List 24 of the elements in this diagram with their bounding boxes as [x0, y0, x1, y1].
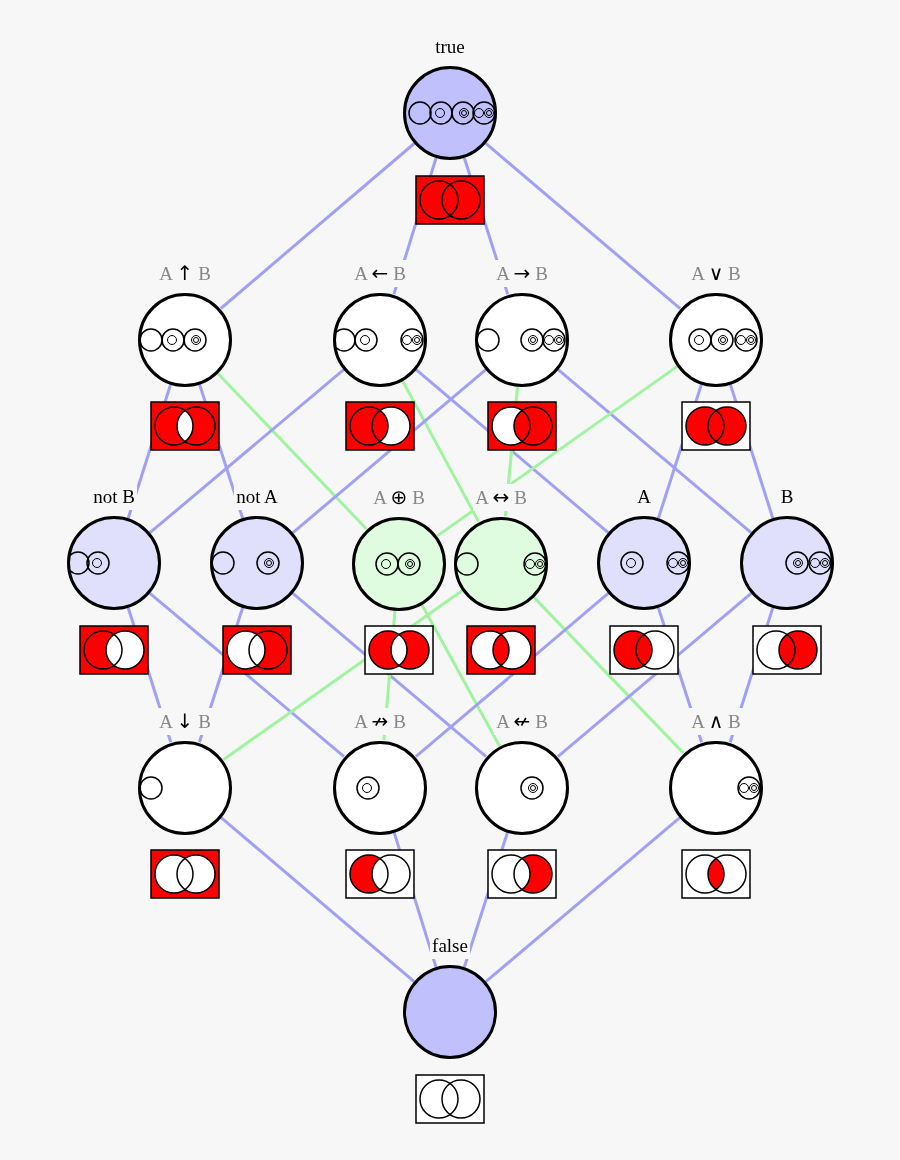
connector-line: [414, 592, 610, 758]
connective-label: A ↓ B: [157, 708, 213, 735]
connector-line: [532, 595, 685, 755]
connector-line: [556, 368, 753, 534]
connective-label: not A: [234, 484, 280, 510]
connector-line: [291, 592, 488, 758]
connective-label: A ↔ B: [473, 484, 529, 511]
connector-line: [401, 379, 480, 523]
connective-label: A ∧ B: [689, 708, 743, 735]
connector-line: [219, 816, 416, 983]
connector-line: [291, 368, 488, 534]
connector-line: [219, 142, 416, 310]
connector-line: [484, 816, 682, 983]
connector-line: [149, 368, 345, 534]
connective-label: A ← B: [352, 260, 408, 287]
connective-label: A ↛ B: [352, 708, 408, 735]
connective-label: not B: [91, 484, 137, 510]
connector-line: [414, 368, 610, 534]
connector-line: [216, 371, 368, 531]
connector-line: [484, 142, 682, 310]
connective-label: A → B: [494, 260, 550, 287]
connector-line: [149, 592, 345, 758]
connector-line: [556, 592, 753, 758]
connector-line: [420, 603, 501, 747]
